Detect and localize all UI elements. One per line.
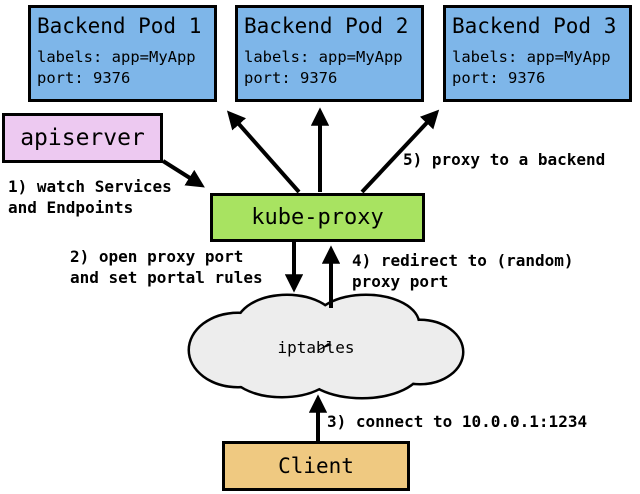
note-3-connect: 3) connect to 10.0.0.1:1234	[327, 412, 588, 431]
iptables-cloud	[187, 293, 465, 400]
backend-pod-1-port: port: 9376	[37, 69, 131, 87]
client-label: Client	[278, 454, 354, 478]
note-2-open-proxy-port: 2) open proxy port and set portal rules	[70, 247, 263, 287]
backend-pod-2-title: Backend Pod 2	[244, 14, 409, 38]
backend-pod-3-port: port: 9376	[452, 69, 546, 87]
note-4-redirect: 4) redirect to (random) proxy port	[352, 251, 574, 291]
arrow-kubeproxy-to-pod3	[360, 109, 440, 194]
note-5-proxy-to-backend: 5) proxy to a backend	[403, 150, 606, 169]
arrow-kubeproxy-to-pod1	[226, 110, 301, 194]
kube-proxy-label: kube-proxy	[251, 205, 384, 230]
backend-pod-1-title: Backend Pod 1	[37, 14, 202, 38]
backend-pod-2-box: Backend Pod 2 labels: app=MyApp port: 93…	[235, 5, 424, 102]
note-1-watch-services: 1) watch Services and Endpoints	[8, 177, 172, 217]
kube-proxy-box: kube-proxy	[210, 193, 425, 242]
backend-pod-3-title: Backend Pod 3	[452, 14, 617, 38]
backend-pod-2-port: port: 9376	[244, 69, 338, 87]
backend-pod-2-labels: labels: app=MyApp	[244, 48, 403, 66]
client-box: Client	[222, 441, 410, 491]
apiserver-label: apiserver	[20, 125, 145, 151]
apiserver-box: apiserver	[2, 113, 163, 163]
arrow-apiserver-to-kubeproxy	[161, 159, 205, 188]
backend-pod-3-box: Backend Pod 3 labels: app=MyApp port: 93…	[443, 5, 632, 102]
backend-pod-1-box: Backend Pod 1 labels: app=MyApp port: 93…	[28, 5, 217, 102]
iptables-label: iptables	[277, 338, 355, 357]
backend-pod-3-labels: labels: app=MyApp	[452, 48, 611, 66]
backend-pod-1-labels: labels: app=MyApp	[37, 48, 196, 66]
